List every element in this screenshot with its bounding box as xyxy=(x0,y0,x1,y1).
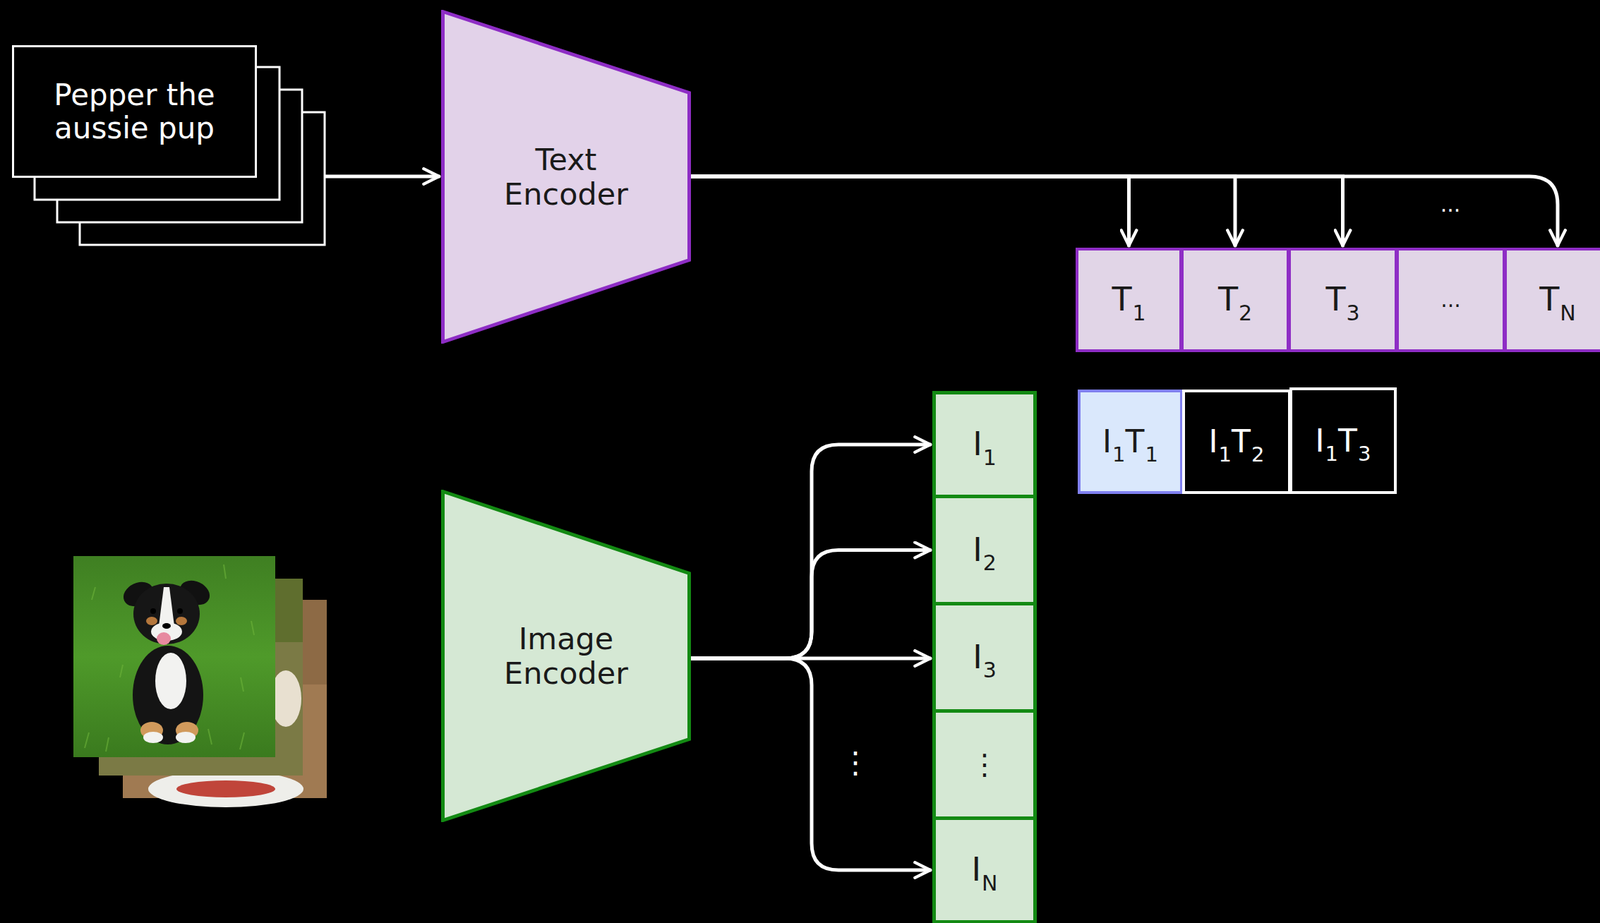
grass-texture xyxy=(84,564,255,752)
image-embedding: I1 xyxy=(932,391,1037,499)
arrow-connector xyxy=(690,176,1130,246)
node-text: IN xyxy=(971,851,998,889)
node-text: I3 xyxy=(972,639,997,677)
image-embedding: I3 xyxy=(932,602,1037,713)
node-text: ... xyxy=(1440,287,1461,312)
node-text: I1T2 xyxy=(1208,424,1265,459)
subscript: 1 xyxy=(1132,300,1147,326)
similarity-cell: I1T2 xyxy=(1182,389,1291,495)
trapezoid-shape xyxy=(443,11,690,343)
image-embedding: ⋮ xyxy=(932,709,1037,821)
node-label: I xyxy=(972,424,983,463)
node-label: I xyxy=(972,638,983,677)
text-embedding: T2 xyxy=(1180,247,1290,353)
ellipsis-label: ⋮ xyxy=(840,748,871,778)
node-label: I xyxy=(972,530,983,569)
subscript: 2 xyxy=(983,550,997,576)
subscript: N xyxy=(981,870,998,896)
node-label: I xyxy=(971,850,982,889)
similarity-cell: I1T1 xyxy=(1077,389,1183,495)
node-label: I xyxy=(1315,422,1325,459)
puppy xyxy=(119,575,214,745)
node-label: Image Encoder xyxy=(503,621,629,691)
bowl xyxy=(148,770,304,808)
arrow-connector xyxy=(690,176,1344,246)
arrow-connector xyxy=(690,550,931,660)
node-label: ⋮ xyxy=(970,748,999,781)
node-label: ... xyxy=(1440,287,1461,312)
subscript: 2 xyxy=(1238,300,1253,326)
node-text: I1T1 xyxy=(1102,424,1159,459)
subscript: 3 xyxy=(1357,441,1371,466)
node-label: Text Encoder xyxy=(503,141,629,212)
node-text: T1 xyxy=(1111,281,1146,319)
node-label: T xyxy=(1125,423,1145,460)
node-label: T xyxy=(1338,422,1358,459)
subscript: 1 xyxy=(983,445,997,471)
text-embedding: T3 xyxy=(1288,247,1398,353)
arrow-connector xyxy=(690,658,931,871)
trapezoid-shape xyxy=(443,491,690,821)
node-text: I1T3 xyxy=(1315,423,1372,459)
arrow-connector xyxy=(690,444,931,659)
encoder-trapezoid: Text Encoder xyxy=(441,9,691,344)
text-embedding: T1 xyxy=(1075,247,1183,353)
arrow-connector xyxy=(690,176,1558,246)
image-embedding: I2 xyxy=(932,494,1037,606)
node-label: T xyxy=(1218,280,1238,319)
text-embedding: ... xyxy=(1396,247,1506,353)
node-text: T2 xyxy=(1218,281,1253,319)
node-text: Pepper the aussie pup xyxy=(26,78,243,145)
subscript: 1 xyxy=(1218,442,1232,467)
subscript: 2 xyxy=(1251,442,1265,467)
subscript: 3 xyxy=(983,657,997,683)
subscript: 1 xyxy=(1144,442,1158,467)
similarity-cell: I1T3 xyxy=(1289,387,1397,495)
encoder-trapezoid: Image Encoder xyxy=(441,489,691,823)
text-card: Pepper the aussie pup xyxy=(11,45,257,178)
node-text: T3 xyxy=(1325,281,1360,319)
subscript: N xyxy=(1559,300,1576,326)
node-label: I xyxy=(1102,423,1112,460)
node-text: I1 xyxy=(972,426,997,463)
node-label: T xyxy=(1325,280,1346,319)
node-label: T xyxy=(1231,423,1251,460)
node-text: Text Encoder xyxy=(481,142,651,211)
node-label: T xyxy=(1111,280,1132,319)
photo-stack xyxy=(73,556,327,808)
subscript: 1 xyxy=(1112,442,1126,467)
node-text: Image Encoder xyxy=(477,621,655,690)
subscript: 3 xyxy=(1346,300,1361,326)
front-photo xyxy=(73,556,276,758)
subscript: 1 xyxy=(1325,441,1339,466)
node-label: Pepper the aussie pup xyxy=(53,77,215,146)
node-label: T xyxy=(1539,280,1560,319)
node-text: TN xyxy=(1539,281,1577,319)
image-embedding: IN xyxy=(932,816,1037,923)
node-text: I2 xyxy=(972,532,997,569)
node-text: ⋮ xyxy=(970,748,999,781)
ellipsis-label: ... xyxy=(1440,194,1461,216)
bowl-pattern xyxy=(176,780,276,798)
text-embedding: TN xyxy=(1504,247,1600,353)
node-label: I xyxy=(1208,423,1219,460)
arrow-connector xyxy=(690,176,1236,246)
